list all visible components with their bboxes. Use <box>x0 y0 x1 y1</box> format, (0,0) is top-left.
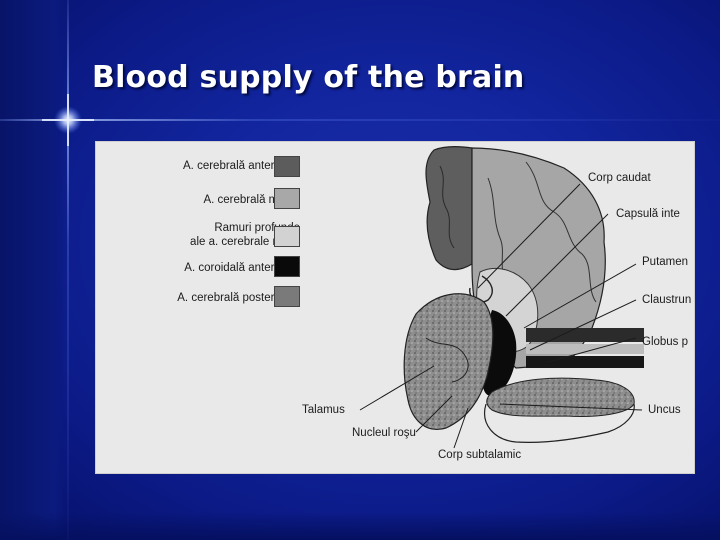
legend-swatch <box>274 286 300 307</box>
label-corp-caudat: Corp caudat <box>588 172 651 184</box>
legend-swatch <box>274 156 300 177</box>
label-nucleul-rosu: Nucleul roşu <box>352 427 416 439</box>
globus-band <box>526 356 644 368</box>
legend-swatch <box>274 188 300 209</box>
vertical-accent-line <box>67 0 69 540</box>
putamen-band <box>526 328 644 342</box>
claustrum-band <box>526 344 644 354</box>
left-decor-band <box>0 0 68 540</box>
posterior-cerebral-thalamus <box>403 293 494 430</box>
sparkle-icon <box>42 94 94 146</box>
bottom-decor-band <box>0 512 720 540</box>
label-talamus: Talamus <box>302 404 345 416</box>
anterior-cerebral-region <box>425 146 473 271</box>
legend-label: A. cerebrală posterioară <box>177 292 300 304</box>
legend-swatch <box>274 256 300 277</box>
brain-figure: A. cerebrală anterioară A. cerebrală med… <box>96 142 694 473</box>
slide-title: Blood supply of the brain <box>92 60 525 95</box>
label-capsula-interna: Capsulă inte <box>616 208 680 220</box>
label-globus-pallidus: Globus p <box>642 336 689 348</box>
legend-label: A. coroidală anterioară <box>184 262 300 274</box>
label-putamen: Putamen <box>642 256 689 268</box>
posterior-cerebral-uncus <box>486 377 635 417</box>
brain-section-illustration <box>359 146 644 449</box>
legend-label: A. cerebrală anterioară <box>183 160 300 172</box>
legend-swatch <box>274 226 300 247</box>
legend-label-line2: ale a. cerebrale medii <box>190 236 300 248</box>
label-uncus: Uncus <box>648 404 681 416</box>
horizontal-accent-line <box>0 119 720 121</box>
label-claustrum: Claustrun <box>642 294 692 306</box>
label-corp-subtalamic: Corp subtalamic <box>438 449 522 461</box>
leader-lines <box>359 183 643 449</box>
